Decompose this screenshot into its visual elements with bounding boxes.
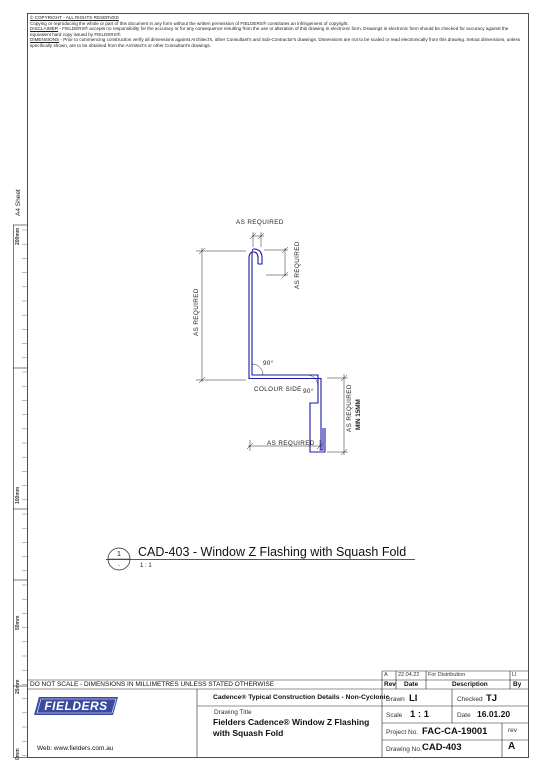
scale-value: 1 : 1 — [410, 709, 430, 720]
detail-sheet-ref: - — [118, 563, 120, 569]
detail-number: 1 — [117, 551, 121, 558]
description-header: Description — [452, 681, 488, 688]
dimensions-text: - Prior to commencing construction verif… — [30, 37, 521, 48]
dim-right-label: AS REQUIRED — [346, 384, 353, 432]
rev-entry-by: LI — [512, 672, 517, 678]
min-label: MIN 15MM — [355, 399, 362, 430]
rev-value: A — [508, 741, 516, 752]
project-no-value: FAC-CA-19001 — [422, 726, 488, 737]
rev-entry-rev: A — [384, 672, 388, 678]
drawing-title-label: Drawing Title — [214, 709, 252, 716]
angle-label-2: 90° — [303, 387, 314, 395]
dimensions-label: DIMENSIONS — [30, 37, 60, 43]
disclaimer-text: - FIELDERS® accepts no responsibility fo… — [30, 26, 509, 37]
date-header: Date — [404, 681, 419, 688]
no-scale-note: DO NOT SCALE - DIMENSIONS IN MILLIMETRES… — [30, 681, 275, 688]
detail-scale: 1 : 1 — [140, 563, 152, 569]
flashing-profile — [248, 248, 326, 453]
dim-hem-label: AS REQUIRED — [294, 241, 301, 289]
drawing-no-label: Drawing No. — [386, 746, 422, 753]
fielders-logo: FIELDERS — [34, 696, 118, 716]
disclaimer: DISCLAIMER - FIELDERS® accepts no respon… — [30, 26, 530, 37]
checked-value: TJ — [486, 693, 498, 704]
scale-label: Scale — [386, 712, 403, 719]
drawn-value: LI — [409, 693, 418, 704]
rev-entry-description: For Distribution — [428, 672, 466, 678]
dimensions-note: DIMENSIONS - Prior to commencing constru… — [30, 37, 530, 48]
angle-label-1: 90° — [263, 359, 274, 367]
colour-side-label: COLOUR SIDE — [254, 386, 302, 393]
dim-top-label: AS REQUIRED — [236, 219, 284, 226]
copyright-heading: © COPYRIGHT - ALL RIGHTS RESERVED — [30, 15, 119, 20]
date-value: 16.01.20 — [477, 709, 511, 719]
copyright-notes: © COPYRIGHT - ALL RIGHTS RESERVED Copyin… — [30, 15, 530, 49]
drawing-title: Fielders Cadence® Window Z Flashing with… — [213, 717, 370, 738]
by-header: By — [513, 681, 522, 688]
disclaimer-label: DISCLAIMER — [30, 26, 59, 32]
dim-left-label: AS REQUIRED — [193, 288, 200, 336]
checked-label: Checked — [457, 696, 483, 703]
rev-label: rev — [508, 727, 518, 734]
project-no-label: Project No. — [386, 729, 419, 736]
rev-header: Rev — [384, 681, 396, 688]
dim-bottom-label: AS REQUIRED — [267, 440, 315, 447]
date-label: Date — [457, 712, 471, 719]
copyright-line: Copying or reproducing the whole or part… — [30, 20, 349, 26]
logo-text: FIELDERS — [44, 699, 108, 713]
rev-entry-date: 22.04.22 — [398, 672, 420, 678]
web-address: Web: www.fielders.com.au — [37, 745, 114, 752]
drawn-label: Drawn — [386, 696, 405, 703]
logo-mark — [34, 697, 118, 715]
detail-title: CAD-403 - Window Z Flashing with Squash … — [138, 545, 407, 559]
drawing-no-value: CAD-403 — [422, 742, 462, 753]
project-title: Cadence® Typical Construction Details - … — [213, 694, 390, 701]
